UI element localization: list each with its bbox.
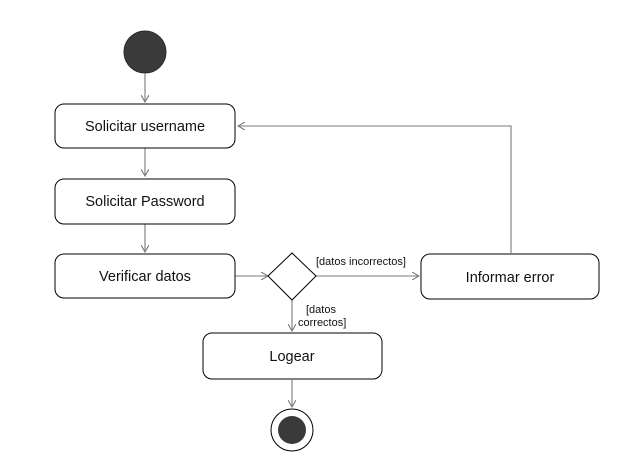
action-solicitar-username-label: Solicitar username	[85, 119, 205, 135]
action-logear: Logear	[202, 332, 383, 380]
action-verificar-datos: Verificar datos	[54, 253, 236, 299]
final-node	[270, 408, 314, 452]
action-verificar-datos-label: Verificar datos	[99, 269, 191, 285]
action-informar-error: Informar error	[420, 253, 600, 300]
action-solicitar-password-label: Solicitar Password	[85, 194, 204, 210]
action-logear-label: Logear	[269, 349, 314, 365]
action-informar-error-label: Informar error	[466, 270, 555, 286]
guard-datos-incorrectos: [datos incorrectos]	[316, 256, 406, 268]
decision-node	[267, 252, 317, 301]
guard-datos-correctos-line2: correctos]	[298, 317, 346, 329]
flow-informar-error-to-username	[238, 126, 512, 253]
initial-node	[123, 30, 167, 74]
action-solicitar-password: Solicitar Password	[54, 178, 236, 225]
guard-datos-correctos-line1: [datos	[306, 304, 336, 316]
action-solicitar-username: Solicitar username	[54, 103, 236, 149]
